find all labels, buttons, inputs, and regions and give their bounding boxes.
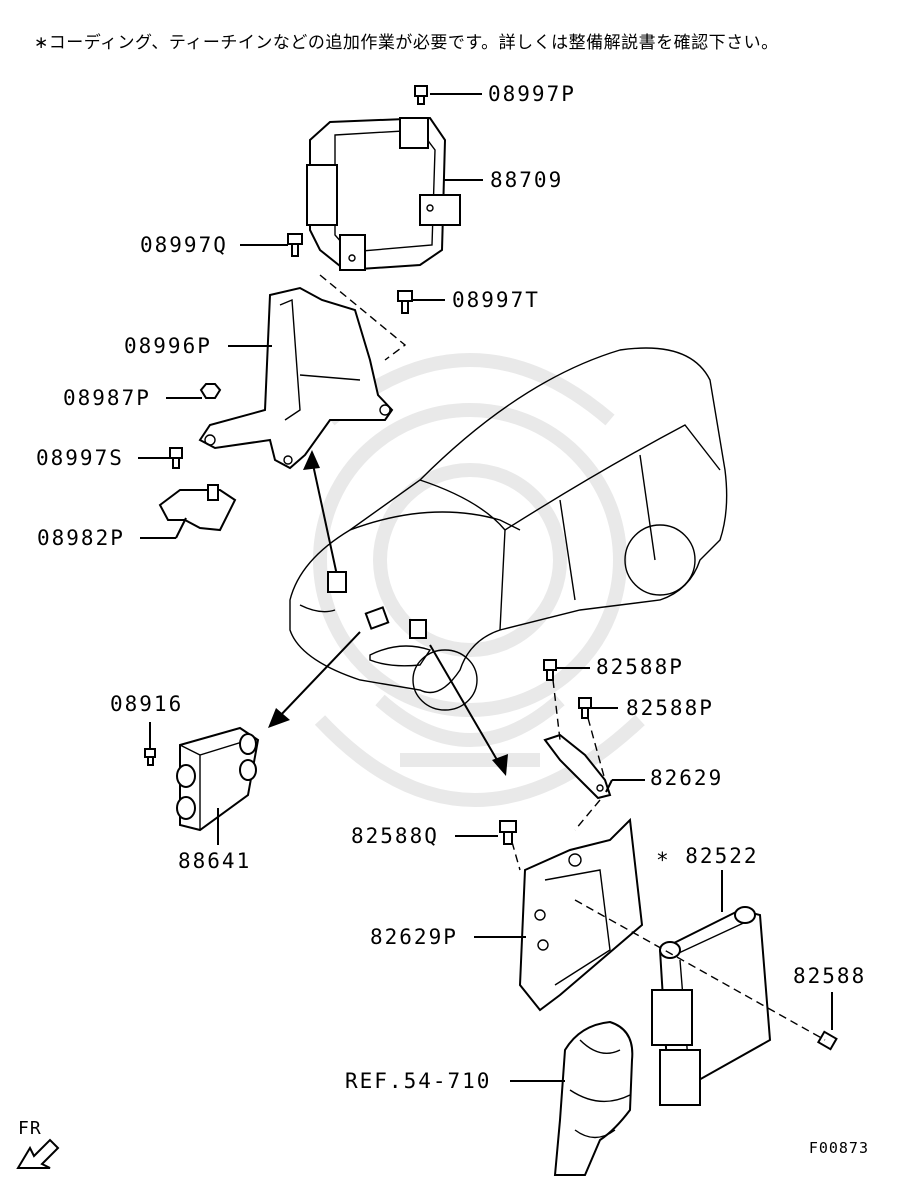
module-88641 (176, 726, 260, 832)
part-label-82629: 82629 (650, 766, 724, 790)
part-label-08997Q: 08997Q (140, 233, 228, 257)
bracket-08996P (198, 274, 407, 470)
part-label-08997P: 08997P (488, 82, 576, 106)
module-88709 (306, 116, 461, 272)
bracket-82629 (543, 679, 612, 831)
part-label-82588: 82588 (793, 964, 867, 988)
part-label-88641: 88641 (178, 849, 252, 873)
part-label-ref-54-710: REF.54-710 (345, 1069, 492, 1093)
part-label-82588Q: 82588Q (351, 824, 439, 848)
ecu-82522 (574, 899, 826, 1106)
fr-arrow-icon (16, 1138, 60, 1169)
part-label-82588P-lower: 82588P (626, 696, 714, 720)
part-label-08996P: 08996P (124, 334, 212, 358)
clip-08982P (158, 484, 237, 532)
bolts (144, 85, 838, 1051)
bracket-82629P (511, 817, 644, 1012)
part-label-82588P-upper: 82588P (596, 655, 684, 679)
figure-code: F00873 (808, 1139, 869, 1157)
vehicle-outline (289, 347, 728, 711)
harness-ref (553, 1020, 634, 1176)
part-label-08997S: 08997S (36, 446, 124, 470)
part-label-08982P: 08982P (37, 526, 125, 550)
part-label-08916: 08916 (110, 692, 184, 716)
part-label-82522: ∗ 82522 (656, 844, 759, 868)
coding-notice: ∗コーディング、ティーチインなどの追加作業が必要です。詳しくは整備解説書を確認下… (34, 33, 779, 53)
part-label-08997T: 08997T (452, 288, 540, 312)
pointer-arrows (268, 450, 508, 776)
part-label-82629P: 82629P (370, 925, 458, 949)
front-direction-label: FR (18, 1118, 42, 1139)
leader-lines (138, 93, 833, 1082)
part-label-88709: 88709 (490, 168, 564, 192)
part-label-08987P: 08987P (63, 386, 151, 410)
